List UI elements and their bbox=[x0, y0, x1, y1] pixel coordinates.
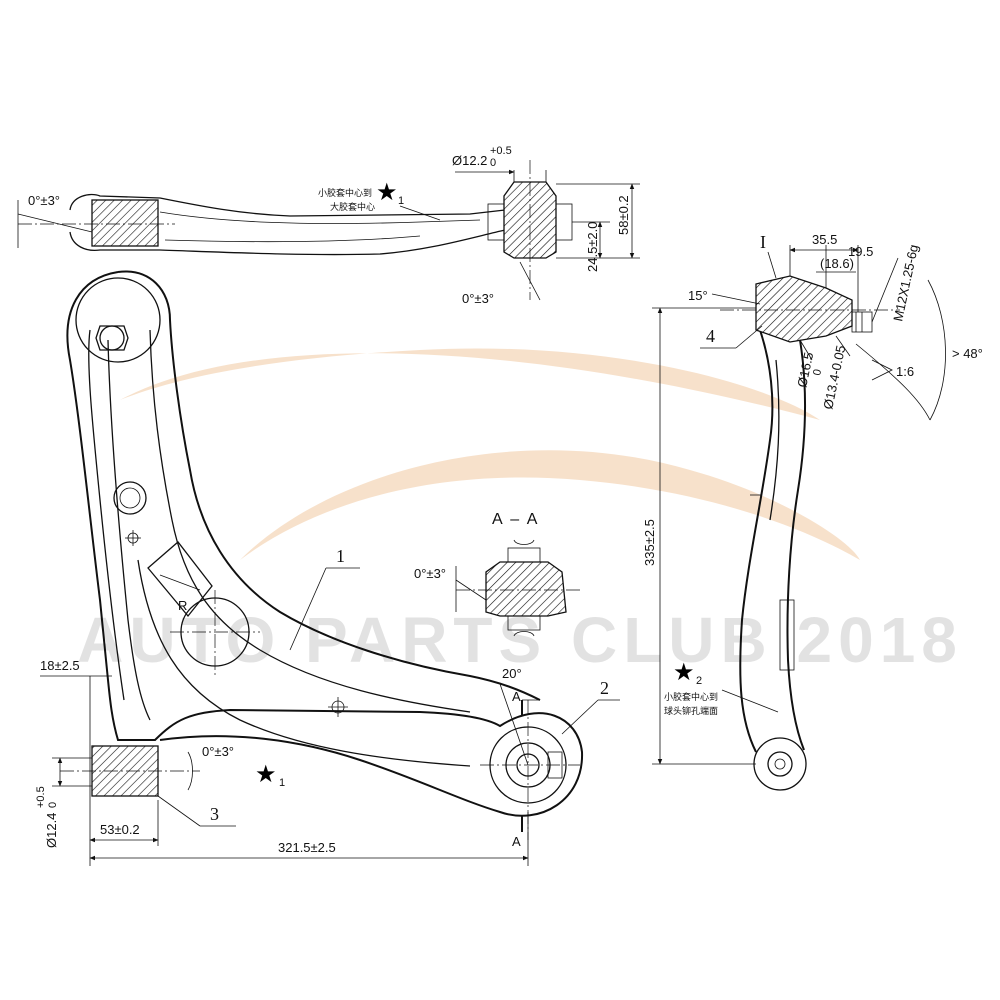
side-angle-15: 15° bbox=[688, 288, 708, 303]
side-label-I: I bbox=[760, 232, 766, 252]
main-hole-upper bbox=[113, 481, 147, 515]
main-star-icon: ★ bbox=[255, 762, 277, 788]
top-angle-bottom: 0°±3° bbox=[462, 291, 494, 306]
main-angle-bush: 0°±3° bbox=[202, 744, 234, 759]
section-angle: 0°±3° bbox=[414, 566, 446, 581]
main-dia-124-tol-up: +0.5 bbox=[35, 786, 47, 808]
main-radius-mark: R bbox=[178, 598, 187, 613]
main-dim-321: 321.5±2.5 bbox=[278, 840, 336, 855]
watermark-car-logo bbox=[120, 348, 860, 560]
callout-2: 2 bbox=[600, 678, 609, 698]
top-dia-tol-low: 0 bbox=[490, 157, 496, 169]
side-star-mark: 2 bbox=[696, 675, 702, 687]
side-dia-134: Ø13.4-0.05 bbox=[820, 344, 848, 411]
side-dim-195: 19.5 bbox=[848, 244, 873, 259]
section-bushing bbox=[485, 561, 567, 617]
main-section-mark-top: A bbox=[512, 689, 521, 704]
top-dia-tol-up: +0.5 bbox=[490, 145, 512, 157]
main-dim-18: 18±2.5 bbox=[40, 658, 80, 673]
side-dim-186: (18.6) bbox=[820, 256, 854, 271]
main-star-mark: 1 bbox=[279, 777, 285, 789]
callout-3: 3 bbox=[210, 804, 219, 824]
side-view: 35.5 19.5 (18.6) M12X1.25-6g I 15° 4 Ø16… bbox=[642, 232, 983, 791]
side-dia-165: Ø16.5 bbox=[794, 351, 816, 389]
main-dia-124: Ø12.4 bbox=[44, 813, 59, 848]
top-left-bushing bbox=[91, 199, 159, 247]
side-bushing bbox=[753, 737, 807, 791]
side-note-line2: 球头铆孔端面 bbox=[664, 705, 718, 717]
top-height-2: 58±0.2 bbox=[616, 195, 631, 235]
top-angle-left: 0°±3° bbox=[28, 193, 60, 208]
top-height-1: 24.5±2.0 bbox=[585, 221, 600, 272]
side-dim-335: 335±2.5 bbox=[642, 519, 657, 566]
side-note-line1: 小胶套中心到 bbox=[664, 691, 718, 703]
top-note-line2: 大胶套中心 bbox=[330, 201, 375, 213]
side-angle-48: > 48° bbox=[952, 346, 983, 361]
side-dia-134-tol-up: 0 bbox=[811, 368, 824, 376]
top-star-icon: ★ bbox=[376, 180, 398, 206]
side-dim-355: 35.5 bbox=[812, 232, 837, 247]
callout-1: 1 bbox=[336, 546, 345, 566]
top-note-line1: 小胶套中心到 bbox=[318, 187, 372, 199]
callout-4: 4 bbox=[706, 326, 715, 346]
side-star-icon: ★ bbox=[673, 660, 695, 686]
main-balljoint-housing bbox=[75, 277, 161, 363]
main-section-mark-bottom: A bbox=[512, 834, 521, 849]
main-dia-124-tol-low: 0 bbox=[47, 802, 59, 808]
top-star-mark: 1 bbox=[398, 195, 404, 207]
top-view: 0°±3° Ø12.2 +0.5 0 24.5±2.0 58±0.2 0°±3°… bbox=[17, 145, 640, 306]
side-thread: M12X1.25-6g bbox=[890, 243, 921, 322]
main-angle-20: 20° bbox=[502, 666, 522, 681]
top-dia: Ø12.2 bbox=[452, 153, 487, 168]
main-dim-53: 53±0.2 bbox=[100, 822, 140, 837]
main-view: R A A 20° 18±2.5 53±0.2 321.5±2.5 Ø12.4 … bbox=[35, 270, 620, 866]
side-balljoint bbox=[755, 275, 853, 343]
section-view: A – A 0°±3° bbox=[414, 511, 582, 637]
section-title: A – A bbox=[492, 511, 539, 528]
side-taper: 1:6 bbox=[896, 364, 914, 379]
